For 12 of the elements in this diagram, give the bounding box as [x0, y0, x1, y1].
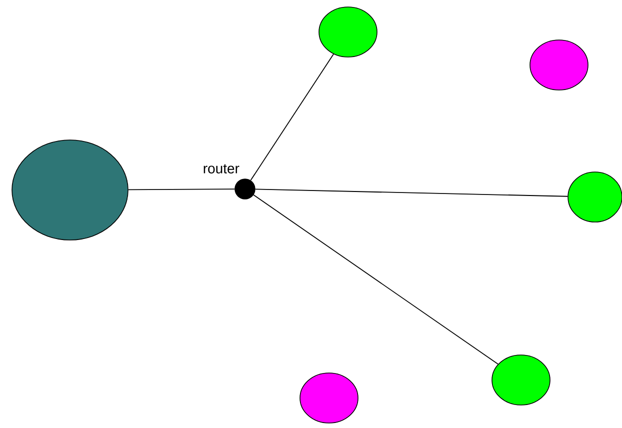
circle	[568, 172, 622, 222]
router-dot	[234, 178, 256, 200]
circle	[318, 6, 378, 58]
line	[254, 188, 568, 197]
line	[253, 194, 498, 365]
circle	[492, 354, 550, 406]
circle	[530, 40, 588, 90]
line	[250, 54, 334, 181]
host-ellipse	[12, 140, 128, 240]
line	[128, 188, 236, 190]
node-label: router	[204, 164, 240, 174]
circle	[300, 372, 358, 424]
